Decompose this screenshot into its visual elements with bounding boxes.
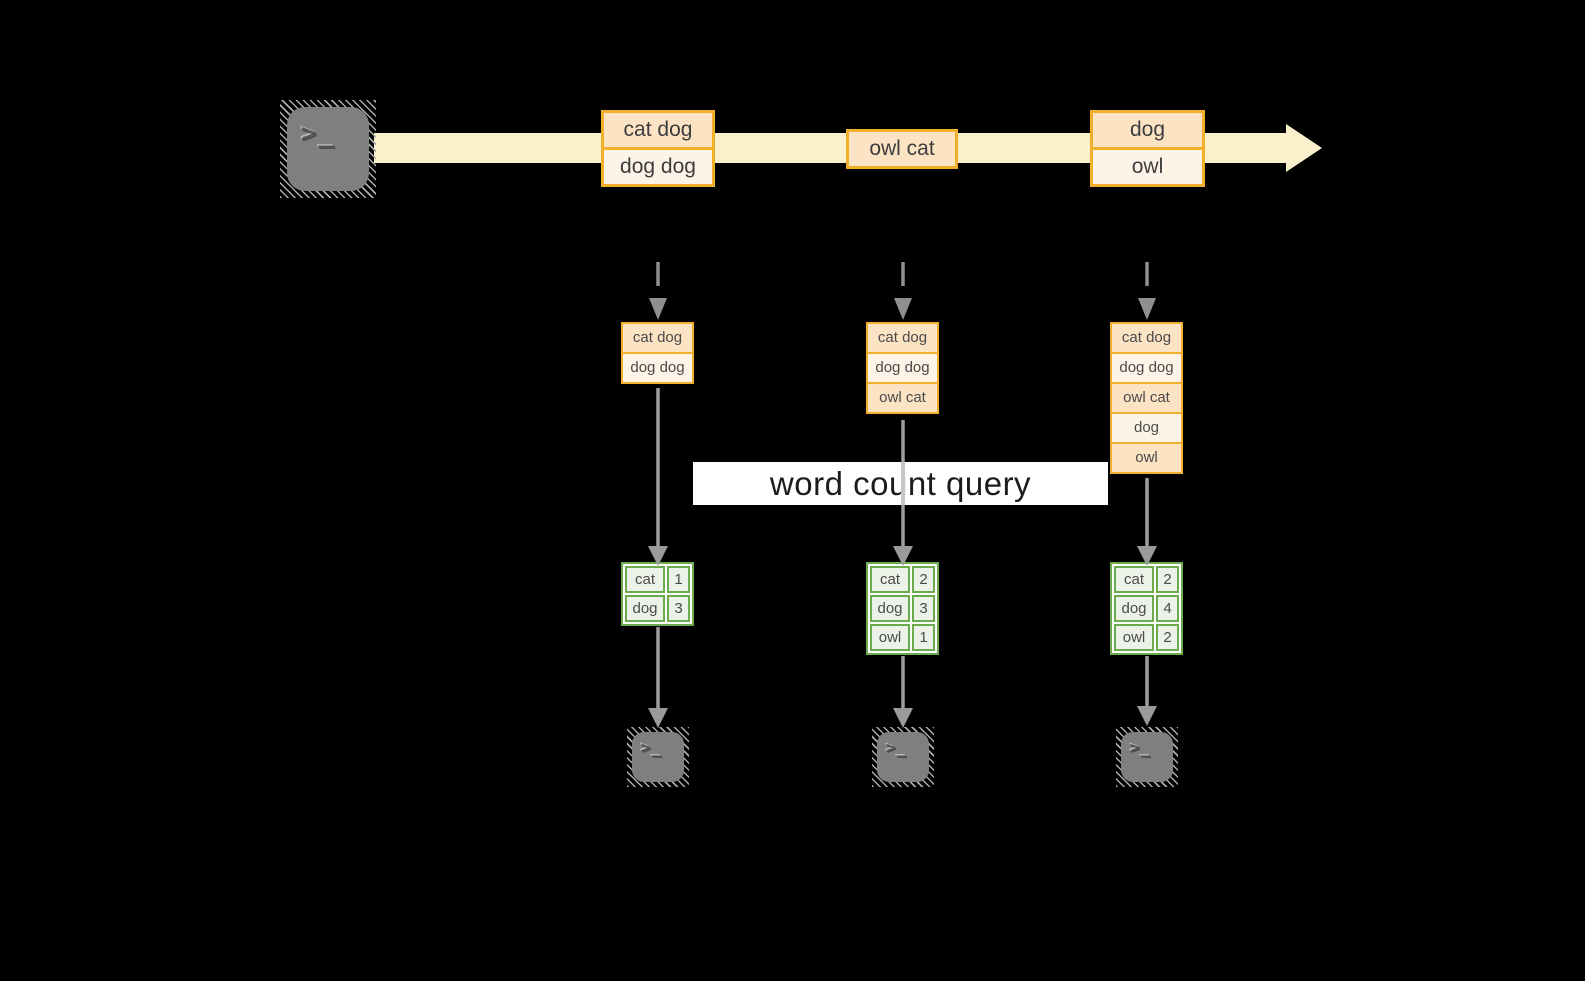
state-box-2: cat dog dog dog owl cat bbox=[866, 322, 939, 414]
word-cell: cat bbox=[625, 566, 665, 593]
count-cell: 2 bbox=[1156, 624, 1179, 651]
count-table-1: cat 1 dog 3 bbox=[621, 562, 694, 626]
word-cell: dog bbox=[870, 595, 910, 622]
count-row: cat 2 bbox=[1114, 566, 1179, 593]
word-cell: owl bbox=[870, 624, 910, 651]
terminal-screen: >_ bbox=[632, 732, 684, 782]
state-row: cat dog bbox=[1112, 324, 1181, 352]
query-banner: word count query bbox=[693, 462, 1108, 505]
count-table-3: cat 2 dog 4 owl 2 bbox=[1110, 562, 1183, 655]
count-row: cat 1 bbox=[625, 566, 690, 593]
stream-record-row: dog dog bbox=[604, 147, 712, 184]
count-cell: 1 bbox=[667, 566, 690, 593]
terminal-prompt-icon: >_ bbox=[641, 738, 663, 757]
query-arrow-icon bbox=[648, 388, 668, 566]
output-terminal-icon-3: >_ bbox=[1116, 727, 1178, 787]
output-terminal-icon-1: >_ bbox=[627, 727, 689, 787]
state-row: owl cat bbox=[868, 382, 937, 412]
word-cell: owl bbox=[1114, 624, 1154, 651]
count-cell: 3 bbox=[667, 595, 690, 622]
snapshot-dashed-arrow-icon bbox=[1138, 262, 1156, 320]
arrow-over-banner-segment bbox=[901, 462, 905, 505]
state-row: cat dog bbox=[868, 324, 937, 352]
output-terminal-icon-2: >_ bbox=[872, 727, 934, 787]
count-row: dog 4 bbox=[1114, 595, 1179, 622]
snapshot-dashed-arrow-icon bbox=[649, 262, 667, 320]
stream-record-box-1: cat dog dog dog bbox=[601, 110, 715, 187]
terminal-prompt-icon: >_ bbox=[1130, 738, 1152, 757]
count-row: dog 3 bbox=[870, 595, 935, 622]
count-row: owl 2 bbox=[1114, 624, 1179, 651]
terminal-prompt-icon: >_ bbox=[301, 119, 337, 149]
count-row: owl 1 bbox=[870, 624, 935, 651]
stream-timeline-arrowhead-icon bbox=[1286, 124, 1322, 172]
output-arrow-icon bbox=[1137, 656, 1157, 726]
state-box-3: cat dog dog dog owl cat dog owl bbox=[1110, 322, 1183, 474]
terminal-prompt-icon: >_ bbox=[886, 738, 908, 757]
state-row: dog bbox=[1112, 412, 1181, 442]
stream-record-row: cat dog bbox=[604, 113, 712, 147]
word-cell: cat bbox=[870, 566, 910, 593]
query-arrow-icon bbox=[1137, 478, 1157, 566]
word-cell: cat bbox=[1114, 566, 1154, 593]
stream-record-box-3: dog owl bbox=[1090, 110, 1205, 187]
state-row: dog dog bbox=[1112, 352, 1181, 382]
output-arrow-icon bbox=[893, 656, 913, 728]
stream-record-box-2: owl cat bbox=[846, 129, 958, 169]
output-arrow-icon bbox=[648, 627, 668, 728]
count-cell: 4 bbox=[1156, 595, 1179, 622]
terminal-screen: >_ bbox=[1121, 732, 1173, 782]
state-row: dog dog bbox=[623, 352, 692, 382]
stream-record-row: owl cat bbox=[849, 132, 955, 166]
count-cell: 1 bbox=[912, 624, 935, 651]
count-cell: 2 bbox=[1156, 566, 1179, 593]
word-cell: dog bbox=[625, 595, 665, 622]
state-row: owl cat bbox=[1112, 382, 1181, 412]
source-terminal-icon: >_ bbox=[280, 100, 376, 198]
stream-record-row: dog bbox=[1093, 113, 1202, 147]
count-cell: 2 bbox=[912, 566, 935, 593]
snapshot-dashed-arrow-icon bbox=[894, 262, 912, 320]
stream-record-row: owl bbox=[1093, 147, 1202, 184]
state-row: cat dog bbox=[623, 324, 692, 352]
word-cell: dog bbox=[1114, 595, 1154, 622]
state-row: owl bbox=[1112, 442, 1181, 472]
state-box-1: cat dog dog dog bbox=[621, 322, 694, 384]
state-row: dog dog bbox=[868, 352, 937, 382]
count-table-2: cat 2 dog 3 owl 1 bbox=[866, 562, 939, 655]
count-row: cat 2 bbox=[870, 566, 935, 593]
count-cell: 3 bbox=[912, 595, 935, 622]
count-row: dog 3 bbox=[625, 595, 690, 622]
terminal-screen: >_ bbox=[877, 732, 929, 782]
terminal-screen: >_ bbox=[287, 107, 369, 191]
query-banner-label: word count query bbox=[769, 464, 1032, 502]
